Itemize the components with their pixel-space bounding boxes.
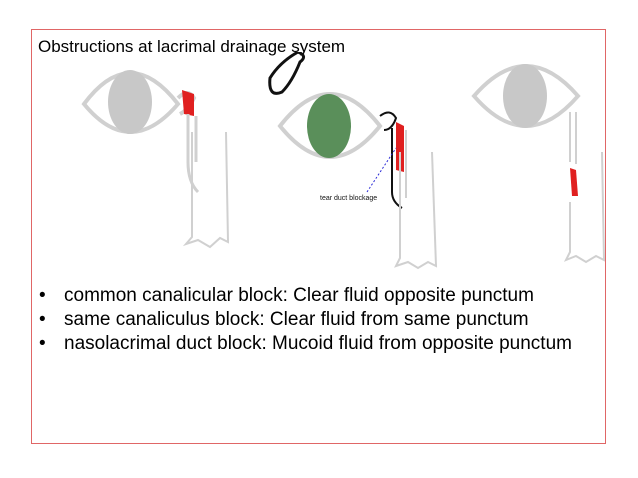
findings-bullet-list: • common canalicular block: Clear fluid o… bbox=[38, 285, 603, 357]
bullet-text: same canaliculus block: Clear fluid from… bbox=[64, 309, 529, 330]
bullet-dot: • bbox=[39, 285, 46, 306]
slide-title: Obstructions at lacrimal drainage system bbox=[38, 37, 346, 56]
bullet-text: nasolacrimal duct block: Mucoid fluid fr… bbox=[64, 333, 572, 354]
eye-diagram-right bbox=[471, 64, 606, 264]
common-canalicular-block bbox=[182, 90, 194, 116]
bullet-dot: • bbox=[39, 333, 46, 354]
eye-diagram-left bbox=[81, 70, 230, 249]
bullet-item: • same canaliculus block: Clear fluid fro… bbox=[38, 309, 603, 331]
blockage-pointer bbox=[366, 147, 397, 193]
bullet-item: • nasolacrimal duct block: Mucoid fluid f… bbox=[38, 333, 603, 355]
nasolacrimal-duct-block bbox=[396, 122, 404, 172]
bullet-dot: • bbox=[39, 309, 46, 330]
eye-diagram-middle: tear duct blockage bbox=[268, 52, 438, 270]
tear-duct-blockage-label: tear duct blockage bbox=[320, 195, 377, 202]
bullet-text: common canalicular block: Clear fluid op… bbox=[64, 285, 534, 306]
lacrimal-drainage-illustration: tear duct blockage bbox=[81, 52, 606, 270]
bullet-item: • common canalicular block: Clear fluid o… bbox=[38, 285, 603, 307]
slide-frame bbox=[31, 29, 606, 444]
same-canaliculus-block bbox=[570, 168, 578, 196]
